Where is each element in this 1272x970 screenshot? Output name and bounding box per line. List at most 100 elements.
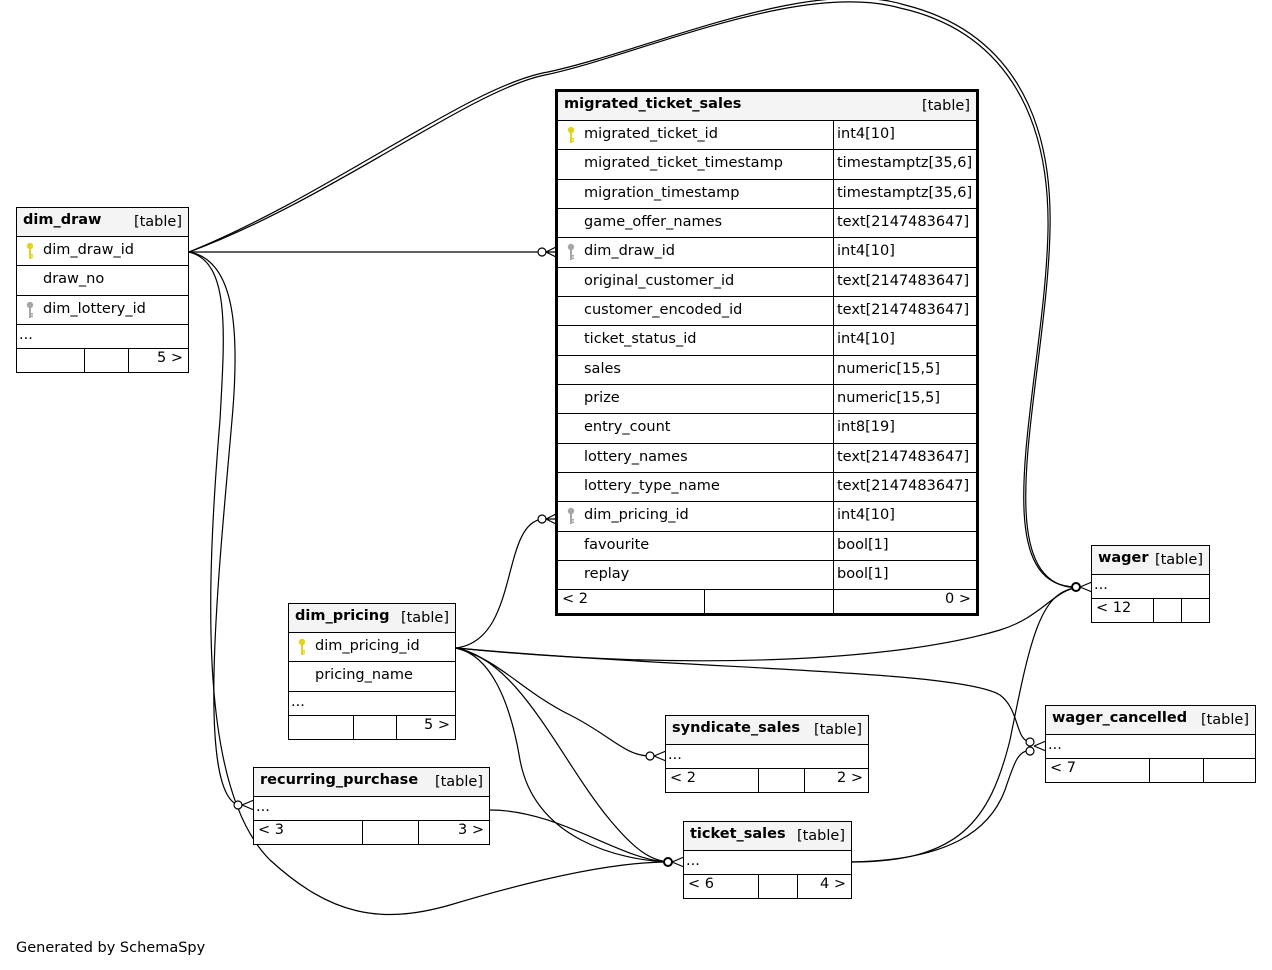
children-link[interactable]: < 12 xyxy=(1096,600,1132,616)
table-name[interactable]: migrated_ticket_sales xyxy=(564,96,742,112)
generator-credit: Generated by SchemaSpy xyxy=(16,940,206,956)
column-row[interactable]: dim_draw_id xyxy=(17,237,188,267)
column-name: migrated_ticket_id xyxy=(584,126,718,142)
table-header: migrated_ticket_sales [table] xyxy=(558,92,976,121)
key-cell xyxy=(558,385,584,413)
table-name[interactable]: dim_draw xyxy=(23,212,102,228)
table-type: [table] xyxy=(921,98,970,114)
foreign-key-icon xyxy=(567,244,575,261)
column-name: game_offer_names xyxy=(584,213,723,230)
table-type: [table] xyxy=(1154,552,1203,568)
parents-link[interactable]: 2 > xyxy=(837,770,863,786)
column-row[interactable]: migrated_ticket_id int4[10] xyxy=(558,121,976,151)
key-cell xyxy=(558,561,584,589)
column-datatype: int4[10] xyxy=(837,126,895,142)
column-name: prize xyxy=(584,389,620,406)
column-name: lottery_names xyxy=(584,448,688,465)
children-link[interactable]: < 3 xyxy=(258,822,284,838)
table-header: dim_pricing [table] xyxy=(289,604,455,633)
key-cell xyxy=(558,444,584,472)
key-cell xyxy=(558,180,584,208)
key-cell xyxy=(558,326,584,354)
key-cell xyxy=(558,502,584,530)
table-name[interactable]: dim_pricing xyxy=(295,608,390,624)
parents-link[interactable]: 5 > xyxy=(424,716,450,733)
key-cell xyxy=(558,150,584,178)
edge-dim-pricing-syndicate-sales xyxy=(455,647,651,757)
children-link[interactable]: < 2 xyxy=(562,591,588,608)
table-recurring-purchase[interactable]: recurring_purchase [table] ... < 3 3 > xyxy=(253,767,490,845)
key-cell xyxy=(558,238,584,266)
table-syndicate-sales[interactable]: syndicate_sales [table] ... < 2 2 > xyxy=(665,715,869,793)
table-header: wager_cancelled [table] xyxy=(1046,706,1255,735)
column-row[interactable]: pricing_name xyxy=(289,662,455,692)
table-name[interactable]: wager_cancelled xyxy=(1052,710,1188,726)
primary-key-icon xyxy=(298,638,306,656)
parents-link[interactable]: 3 > xyxy=(458,822,484,838)
parents-link[interactable]: 0 > xyxy=(945,591,971,608)
column-datatype: int4[10] xyxy=(837,507,895,524)
edge-ticket-sales-wager-cancelled xyxy=(851,749,1031,863)
foreign-key-icon xyxy=(26,301,34,318)
column-name: draw_no xyxy=(43,271,105,288)
column-datatype: numeric[15,5] xyxy=(837,360,940,377)
table-name[interactable]: syndicate_sales xyxy=(672,720,801,736)
table-wager[interactable]: wager [table] ... < 12 xyxy=(1091,545,1210,623)
column-name: entry_count xyxy=(584,419,671,436)
more-columns: ... xyxy=(1092,575,1209,599)
edge-dim-draw-wager xyxy=(188,1,1077,588)
children-link[interactable]: < 6 xyxy=(688,876,714,892)
parents-link[interactable]: 4 > xyxy=(820,876,846,892)
table-migrated-ticket-sales[interactable]: migrated_ticket_sales [table] migrated_t… xyxy=(555,89,979,617)
column-datatype: text[2147483647] xyxy=(837,272,970,289)
children-link[interactable]: < 7 xyxy=(1050,760,1076,776)
table-name[interactable]: ticket_sales xyxy=(690,826,786,842)
edge-dim-pricing-wager-cancelled xyxy=(455,647,1031,743)
key-cell xyxy=(558,356,584,384)
table-footer: < 2 0 > xyxy=(558,590,976,614)
primary-key-icon xyxy=(26,242,34,260)
column-name: dim_pricing_id xyxy=(584,507,689,524)
crowfoot-marks xyxy=(233,246,1093,868)
column-row[interactable]: dim_pricing_id int4[10] xyxy=(558,502,976,532)
table-name[interactable]: wager xyxy=(1098,550,1149,566)
key-cell xyxy=(558,209,584,237)
key-cell xyxy=(289,633,315,661)
table-ticket-sales[interactable]: ticket_sales [table] ... < 6 4 > xyxy=(683,821,852,899)
table-header: recurring_purchase [table] xyxy=(254,768,489,797)
column-datatype: timestamptz[35,6] xyxy=(837,184,973,201)
parents-link[interactable]: 5 > xyxy=(157,349,183,366)
column-name: migrated_ticket_timestamp xyxy=(584,155,783,172)
column-name: dim_draw_id xyxy=(43,242,135,258)
children-link[interactable]: < 2 xyxy=(670,770,696,786)
key-cell xyxy=(17,296,43,324)
edge-dim-draw-ticket-sales xyxy=(188,251,669,916)
column-name: replay xyxy=(584,565,630,582)
column-name: dim_draw_id xyxy=(584,243,676,260)
column-row[interactable]: dim_pricing_id xyxy=(289,633,455,663)
table-name[interactable]: recurring_purchase xyxy=(260,772,419,788)
column-row[interactable]: dim_lottery_id xyxy=(17,296,188,325)
table-wager-cancelled[interactable]: wager_cancelled [table] ... < 7 xyxy=(1045,705,1256,783)
table-footer: 5 > xyxy=(289,715,455,739)
column-name: dim_lottery_id xyxy=(43,300,146,317)
column-name: lottery_type_name xyxy=(584,477,720,494)
column-row[interactable]: draw_no xyxy=(17,266,188,296)
more-columns: ... xyxy=(254,797,489,821)
